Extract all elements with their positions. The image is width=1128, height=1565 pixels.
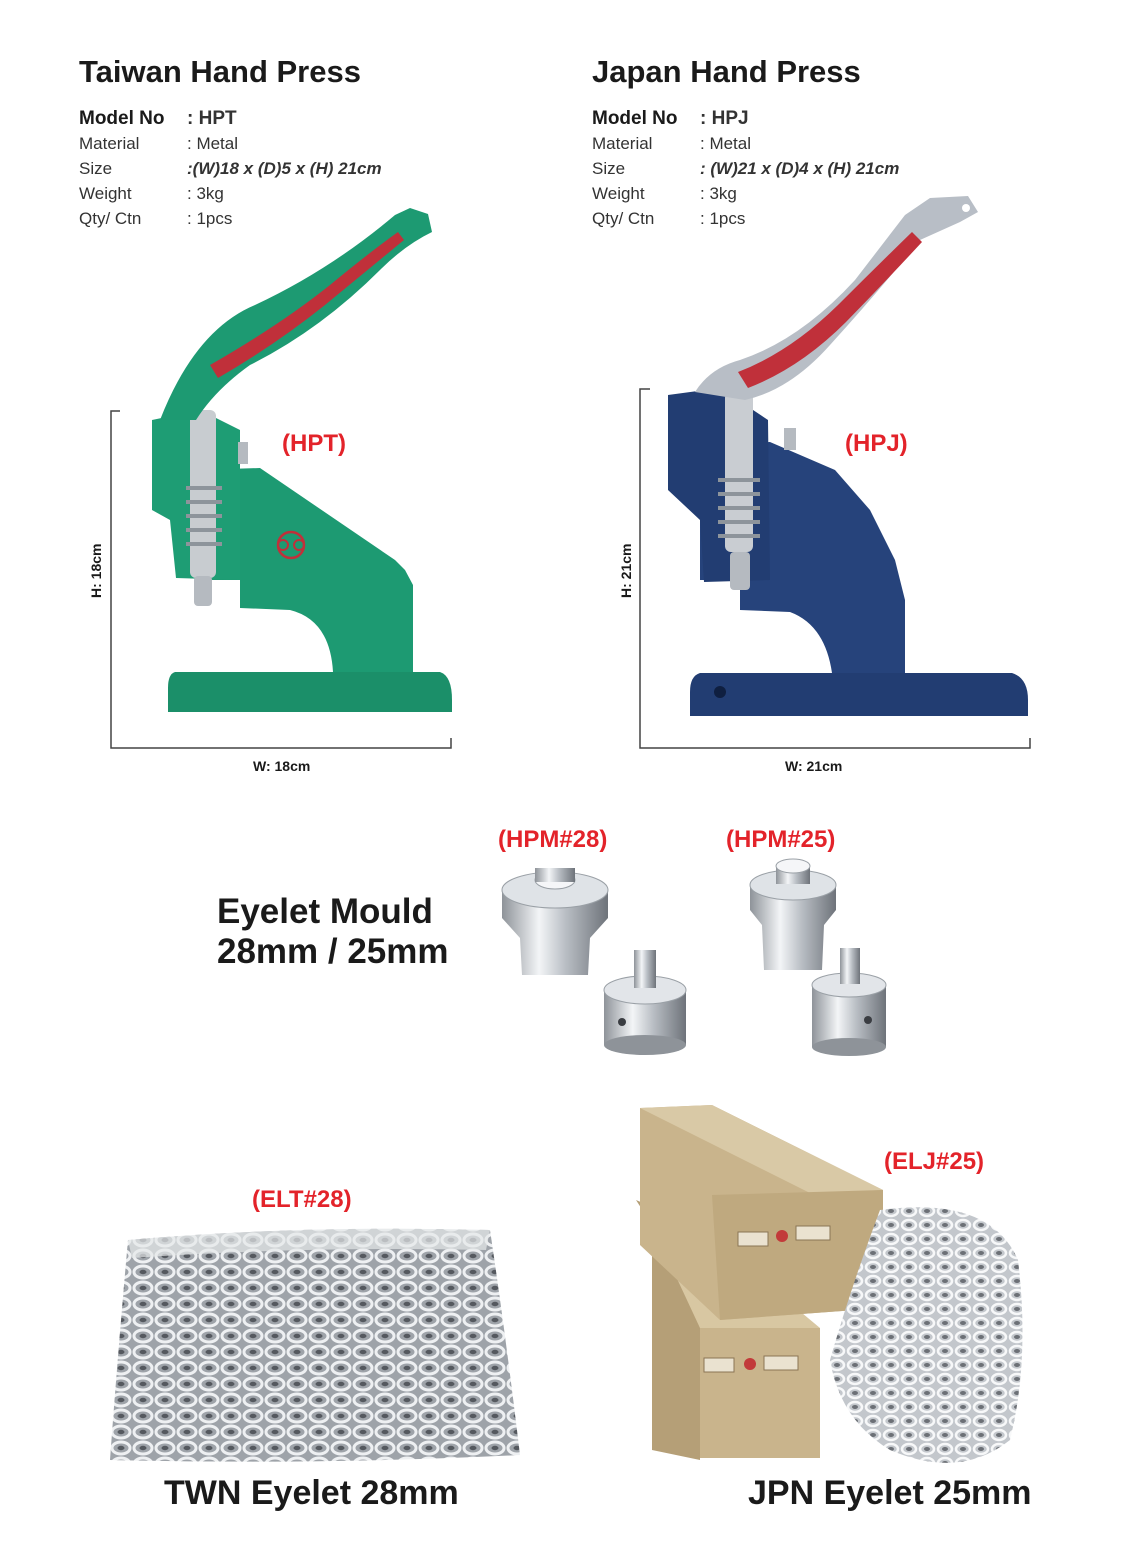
spec-row-size: Size :(W)18 x (D)5 x (H) 21cm [79,156,382,181]
spec-label: Material [592,134,653,153]
spec-label: Weight [79,184,132,203]
spec-label: Model No [592,108,678,129]
twn-eyelet-label: TWN Eyelet 28mm [164,1474,459,1512]
spec-value: :(W)18 x (D)5 x (H) 21cm [187,159,382,178]
mould-28-tag: (HPM#28) [498,826,608,853]
spec-row-weight: Weight : 3kg [79,181,382,206]
jpn-eyelet-label: JPN Eyelet 25mm [748,1474,1032,1512]
spec-row-qty: Qty/ Ctn : 1pcs [592,206,899,231]
mould-title: Eyelet Mould 28mm / 25mm [217,892,449,972]
mould-25-tag: (HPM#25) [726,826,836,853]
mould-25-die [749,858,837,970]
spec-row-size: Size : (W)21 x (D)4 x (H) 21cm [592,156,899,181]
spec-label: Material [79,134,140,153]
japan-model-tag: (HPJ) [845,430,908,457]
twn-eyelet-tag: (ELT#28) [252,1186,352,1213]
spec-row-material: Material : Metal [592,131,899,156]
taiwan-spec-list: Model No : HPT Material : Metal Size :(W… [79,106,382,231]
spec-row-model: Model No : HPJ [592,106,899,131]
spec-value: : HPT [187,108,237,129]
taiwan-model-tag: (HPT) [282,430,346,457]
jpn-carton-upper [640,1105,883,1320]
spec-row-model: Model No : HPT [79,106,382,131]
spec-value: : HPJ [700,108,749,129]
spec-value: : Metal [187,134,239,153]
spec-row-qty: Qty/ Ctn : 1pcs [79,206,382,231]
spec-label: Size [592,159,626,178]
japan-dimension-lines [639,388,1031,749]
mould-28-punch [603,950,687,1055]
japan-height-label: H: 21cm [618,543,634,598]
jpn-eyelet-tag: (ELJ#25) [884,1148,985,1175]
jpn-carton-lower [636,1200,820,1460]
taiwan-width-label: W: 18cm [253,758,311,774]
spec-value: : 1pcs [187,209,233,228]
spec-value: : 3kg [187,184,224,203]
spec-label: Qty/ Ctn [79,209,142,228]
mould-25-punch [811,948,887,1056]
taiwan-title: Taiwan Hand Press [79,54,361,89]
spec-row-weight: Weight : 3kg [592,181,899,206]
japan-width-label: W: 21cm [785,758,843,774]
japan-spec-list: Model No : HPJ Material : Metal Size : (… [592,106,899,231]
spec-label: Size [79,159,113,178]
spec-label: Qty/ Ctn [592,209,655,228]
taiwan-press-shape [152,208,452,712]
mould-28-die [501,868,609,975]
spec-value: : 1pcs [700,209,746,228]
taiwan-dimension-lines [110,410,452,749]
spec-label: Weight [592,184,645,203]
spec-row-material: Material : Metal [79,131,382,156]
spec-label: Model No [79,108,165,129]
taiwan-height-label: H: 18cm [88,543,104,598]
mould-title-line2: 28mm / 25mm [217,932,449,971]
spec-value: : 3kg [700,184,737,203]
japan-title: Japan Hand Press [592,54,861,89]
spec-value: : (W)21 x (D)4 x (H) 21cm [700,159,900,178]
mould-title-line1: Eyelet Mould [217,892,433,931]
spec-value: : Metal [700,134,752,153]
